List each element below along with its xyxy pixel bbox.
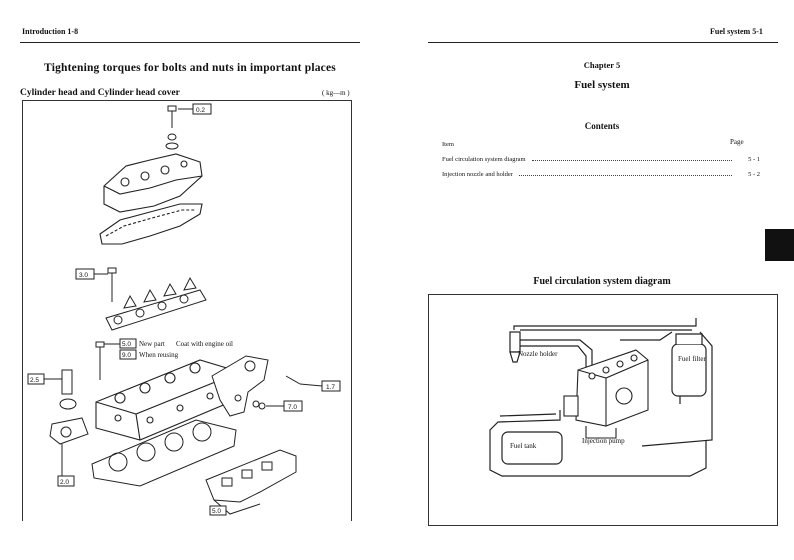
- torque-value: 2.5: [30, 377, 39, 384]
- torque-value: 5.0: [212, 508, 221, 515]
- toc-entry-label: Injection nozzle and holder: [442, 171, 513, 178]
- toc-page-header: Page: [730, 138, 744, 146]
- label-fuel-filter-text: Fuel filter: [678, 355, 706, 363]
- thermostat-housing: [27, 369, 89, 487]
- unit-label: ( kg—m ): [322, 89, 350, 97]
- torque-value: 5.0: [122, 341, 131, 348]
- exploded-view-frame: [22, 100, 352, 521]
- manifold-bolt: [252, 375, 341, 412]
- section-subtitle: Cylinder head and Cylinder head cover: [20, 88, 180, 98]
- fuel-diagram-title: Fuel circulation system diagram: [533, 276, 671, 287]
- label-injection-pump: Injection pump: [582, 437, 625, 445]
- torque-value: 3.0: [79, 272, 88, 279]
- torque-value: 7.0: [288, 404, 297, 411]
- new-part-note: New part: [139, 340, 165, 348]
- left-page-header: Introduction 1-8: [22, 27, 79, 36]
- toc-leader: [531, 160, 732, 161]
- torque-value: 0.2: [196, 107, 205, 114]
- head-gasket: [91, 419, 237, 487]
- fuel-filter: [671, 333, 707, 404]
- torque-value: 2.0: [60, 479, 69, 486]
- rocker-bolt: [94, 267, 117, 302]
- label-fuel-tank: Fuel tank: [510, 442, 537, 450]
- toc-item-header: Item: [442, 141, 454, 148]
- contents-heading: Contents: [584, 121, 620, 131]
- chapter-thumb-tab: [765, 229, 794, 261]
- cover-bolt: [165, 105, 193, 150]
- toc-entry[interactable]: Injection nozzle and holder 5 - 2: [442, 171, 760, 178]
- injection-pump: [563, 349, 649, 439]
- engine-exploded-diagram: 0.2 3.0: [27, 103, 341, 516]
- right-header-rule: [428, 42, 778, 43]
- toc-leader: [518, 175, 732, 176]
- toc-entry-page: 5 - 1: [748, 156, 760, 163]
- head-cover: [103, 153, 203, 213]
- cylinder-head: [95, 359, 241, 441]
- coat-note: Coat with engine oil: [176, 340, 233, 348]
- chapter-title: Fuel system: [574, 79, 630, 91]
- torque-box-cover: [192, 103, 212, 115]
- intake-manifold: [211, 355, 269, 417]
- toc-entry-label: Fuel circulation system diagram: [442, 156, 526, 163]
- fuel-circulation-diagram: Nozzle holder Fuel filter Fuel tank Inje…: [489, 318, 713, 477]
- chapter-number: Chapter 5: [583, 60, 621, 70]
- exhaust-manifold: [205, 449, 297, 516]
- right-page: Fuel system 5-1 Chapter 5 Fuel system Co…: [410, 0, 794, 560]
- torque-value: 1.7: [326, 384, 335, 391]
- toc-entry[interactable]: Fuel circulation system diagram 5 - 1: [442, 156, 760, 163]
- torque-value: 9.0: [122, 352, 131, 359]
- label-nozzle-holder: Nozzle holder: [518, 350, 558, 358]
- toc-entry-page: 5 - 2: [748, 171, 760, 178]
- fuel-tank: [501, 431, 563, 465]
- fuel-diagram-frame: [428, 294, 778, 526]
- right-page-header: Fuel system 5-1: [710, 27, 763, 36]
- cover-gasket: [99, 203, 203, 245]
- reusing-note: When reusing: [139, 351, 179, 359]
- left-page: Introduction 1-8 Tightening torques for …: [0, 0, 380, 560]
- left-header-rule: [20, 42, 360, 43]
- left-page-title: Tightening torques for bolts and nuts in…: [44, 62, 336, 74]
- label-fuel-filter: Fuel filter: [678, 355, 706, 363]
- rocker-arm-shaft: [105, 276, 207, 331]
